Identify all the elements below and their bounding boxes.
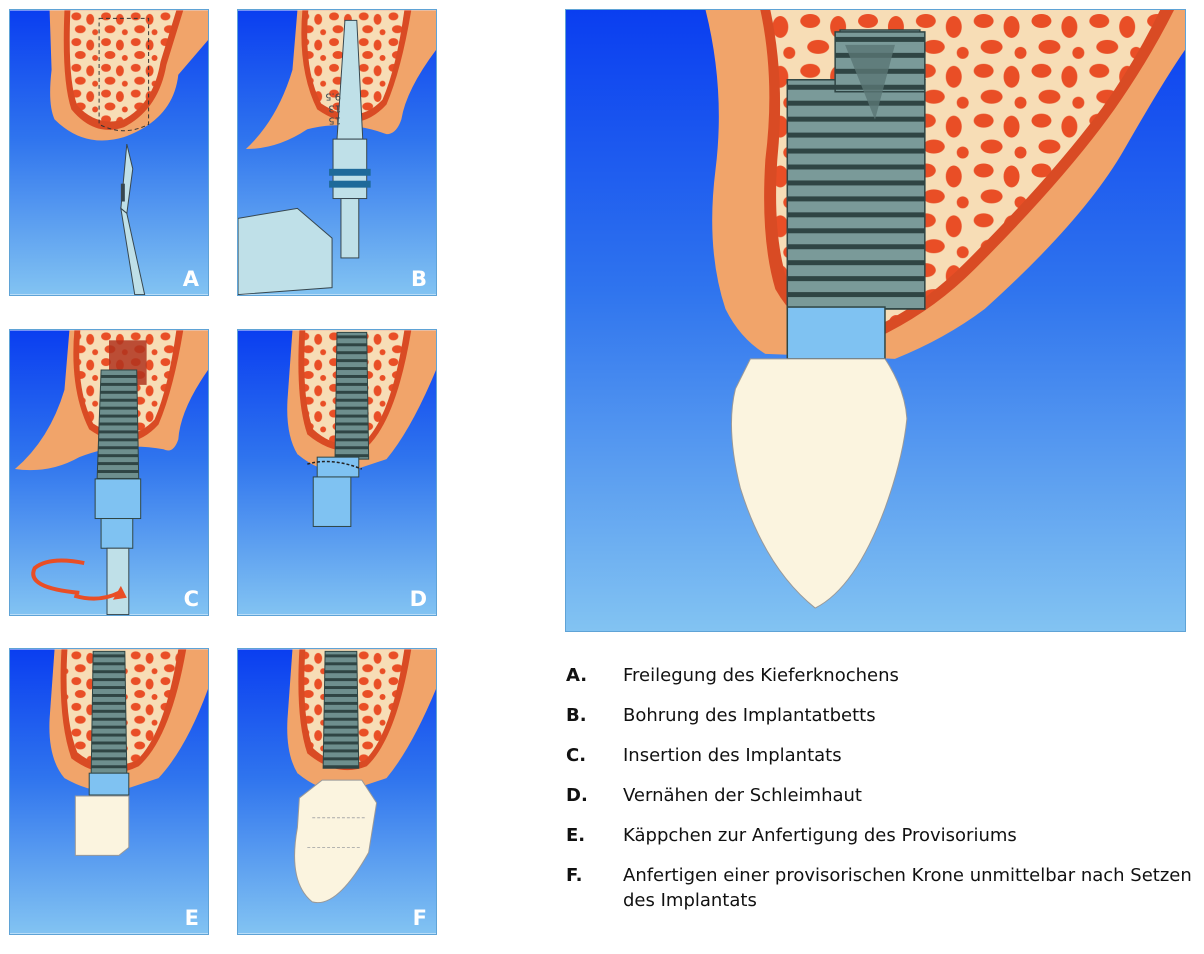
legend-item-f: F. Anfertigen einer provisorischen Krone… [566,863,1196,913]
legend-item-d: D. Vernähen der Schleimhaut [566,783,1196,808]
panel-d-illustration [238,330,436,615]
provisional-crown [294,779,378,904]
bone [69,10,177,122]
main-illustration [565,9,1186,632]
legend-text: Käppchen zur Anfertigung des Provisorium… [623,825,1017,846]
panel-a: A [9,9,209,296]
panel-c-label: C [183,587,199,611]
legend-item-b: B. Bohrung des Implantatbetts [566,703,1196,728]
legend-item-c: C. Insertion des Implantats [566,743,1196,768]
implant [322,650,360,769]
legend: A. Freilegung des Kieferknochens B. Bohr… [566,663,1196,928]
crown [730,358,908,609]
legend-item-e: E. Käppchen zur Anfertigung des Provisor… [566,823,1196,848]
panel-c: C [9,329,209,616]
legend-text: Freilegung des Kieferknochens [623,665,899,686]
legend-letter: D. [566,785,588,806]
drill-marking-13: 13 [328,102,341,113]
rotation-arrow-icon [31,558,127,601]
panel-e-label: E [184,906,199,930]
abutment [88,772,130,796]
panel-f-label: F [412,906,427,930]
legend-letter: E. [566,825,586,846]
abutment [786,306,886,360]
legend-letter: B. [566,705,587,726]
crown-cap [74,795,130,856]
incision-outline [98,17,150,132]
implant [334,331,370,460]
panel-d-label: D [409,587,427,611]
legend-letter: C. [566,745,587,766]
suture-icon [307,460,363,470]
healing-cap [316,456,360,478]
implant-threads [786,79,926,310]
panel-b-label: B [410,267,427,291]
main-illustration-svg [566,10,1185,631]
panel-a-illustration [10,10,208,295]
scalpel-icon [120,143,146,295]
legend-text: Insertion des Implantats [623,745,842,766]
legend-letter: F. [566,865,583,886]
drill-icon: 15 13 9.5 [238,19,371,295]
panel-f-illustration [238,649,436,934]
legend-text: Bohrung des Implantatbetts [623,705,876,726]
abutment [312,476,352,527]
implant [90,650,128,774]
implant [96,369,140,480]
panel-a-label: A [182,267,199,291]
panel-c-illustration [10,330,208,615]
panel-b: 15 13 9.5 B [237,9,437,296]
drill-marking-15: 15 [328,114,341,125]
panel-b-illustration: 15 13 9.5 [238,10,436,295]
legend-text: Anfertigen einer provisorischen Krone un… [623,865,1192,911]
legend-text: Vernähen der Schleimhaut [623,785,862,806]
legend-letter: A. [566,665,588,686]
panel-d: D [237,329,437,616]
panel-f: F [237,648,437,935]
panel-e: E [9,648,209,935]
drill-marking-9-5: 9.5 [325,91,341,102]
insertion-tool [94,478,142,615]
legend-item-a: A. Freilegung des Kieferknochens [566,663,1196,688]
implant-vent [845,44,895,120]
crown-guide-lines [307,817,367,848]
panel-e-illustration [10,649,208,934]
